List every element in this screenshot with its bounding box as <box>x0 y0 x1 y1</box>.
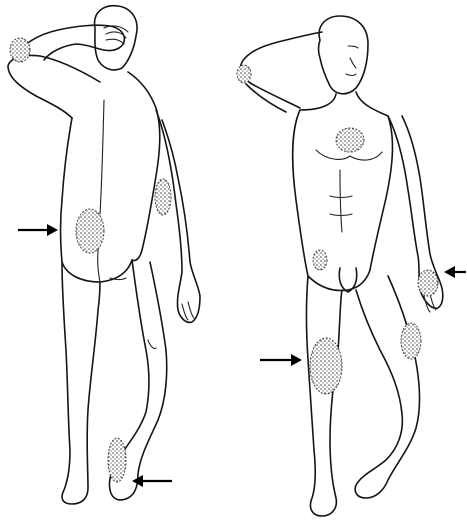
lesion-anterior-chest <box>336 128 364 152</box>
arrow-to-buttock <box>18 224 58 236</box>
lesion-posterior-left-upper-arm <box>155 179 171 215</box>
posterior-knee-crease <box>148 340 156 349</box>
lesion-anterior-right-flank <box>313 250 327 270</box>
lesion-posterior-right-elbow <box>10 38 30 62</box>
posterior-left-leg <box>62 262 100 504</box>
anterior-abdomen <box>330 170 352 232</box>
posterior-hanging-arm <box>156 110 200 322</box>
anterior-left-leg <box>355 276 419 498</box>
lesion-posterior-buttock <box>76 209 104 253</box>
arrow-to-knee <box>260 354 302 366</box>
posterior-figure <box>8 6 200 504</box>
anterior-fingers <box>424 294 436 312</box>
anterior-figure <box>240 16 442 516</box>
lesion-posterior-heel <box>108 438 126 482</box>
posterior-fingers <box>182 302 194 320</box>
anterior-lesions <box>237 65 438 394</box>
anterior-face <box>346 46 358 76</box>
anterior-head <box>319 16 369 94</box>
arrows <box>18 224 466 487</box>
posterior-spine <box>98 100 104 282</box>
posterior-torso <box>61 72 160 282</box>
anterior-raised-arm <box>240 32 322 112</box>
lesion-anterior-left-knee <box>401 323 421 359</box>
lesion-anterior-right-knee <box>310 338 342 394</box>
posterior-lesions <box>10 38 171 482</box>
anterior-right-leg <box>307 276 343 516</box>
posterior-gluteal-fold <box>110 278 126 280</box>
arrow-to-hand <box>444 266 466 278</box>
anterior-torso <box>293 92 393 276</box>
anterior-pelvis <box>308 268 370 292</box>
lesion-anterior-left-hand <box>418 270 438 296</box>
posterior-head <box>95 6 137 70</box>
posterior-raised-arm <box>8 25 124 118</box>
lesion-anterior-right-elbow <box>237 65 251 83</box>
